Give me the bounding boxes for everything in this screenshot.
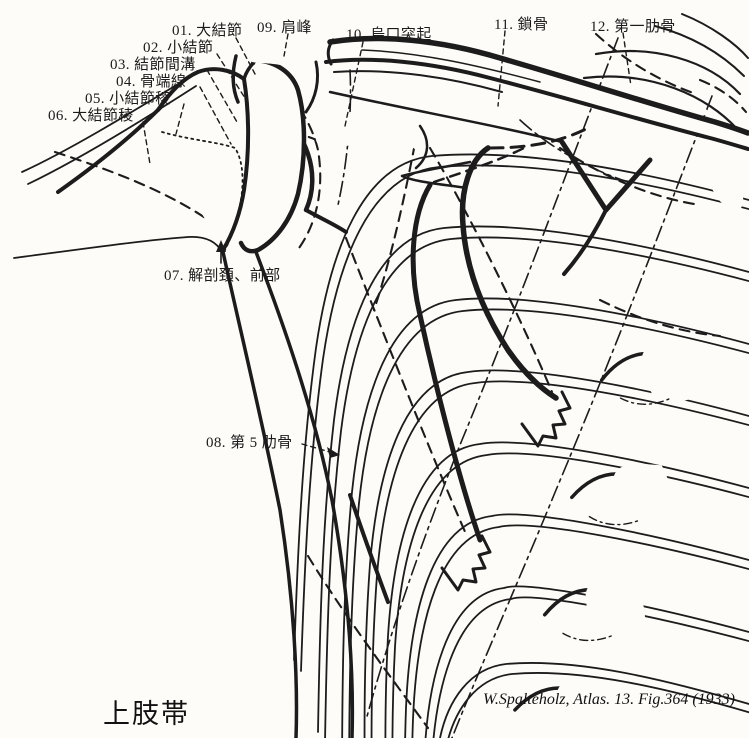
vertebral-column	[513, 150, 744, 738]
clavicle	[324, 35, 749, 151]
label-03-intertubercular-groove: 03. 結節間溝	[110, 57, 196, 73]
label-02-lesser-tubercle: 02. 小結節	[143, 40, 214, 56]
figure-title: 上肢帯	[103, 699, 190, 729]
vertebra	[513, 678, 615, 738]
label-01-greater-tubercle: 01. 大結節	[172, 23, 243, 39]
label-09-acromion: 09. 肩峰	[257, 20, 312, 36]
scapula	[251, 83, 653, 604]
vertebra	[542, 578, 646, 642]
arrow-up-icon	[216, 240, 226, 264]
coracoid-process	[315, 111, 429, 170]
vertebra	[570, 463, 673, 526]
label-10-coracoid-process: 10. 烏口突起	[346, 27, 432, 43]
leader-lines	[142, 30, 632, 453]
vertebra	[599, 341, 703, 405]
label-06-crest-greater-tubercle: 06. 大結節稜	[48, 108, 134, 124]
label-05-crest-lesser-tubercle: 05. 小結節稜	[85, 91, 171, 107]
label-04-epiphyseal-line: 04. 骨端線	[116, 74, 187, 90]
first-rib	[582, 13, 749, 132]
label-08-fifth-rib: 08. 第 5 肋骨	[206, 435, 293, 451]
label-11-clavicle: 11. 鎖骨	[494, 17, 549, 33]
figure-citation: W.Spalteholz, Atlas. 13. Fig.364 (1933)	[483, 691, 735, 708]
epiphyseal-dotted-line	[161, 131, 244, 253]
arrow-right-icon	[327, 447, 340, 458]
humerus	[13, 57, 355, 738]
label-07-anatomical-neck: 07. 解剖頚、前部	[164, 268, 281, 284]
label-12-first-rib: 12. 第一肋骨	[590, 19, 676, 35]
rib-cage	[293, 153, 749, 738]
